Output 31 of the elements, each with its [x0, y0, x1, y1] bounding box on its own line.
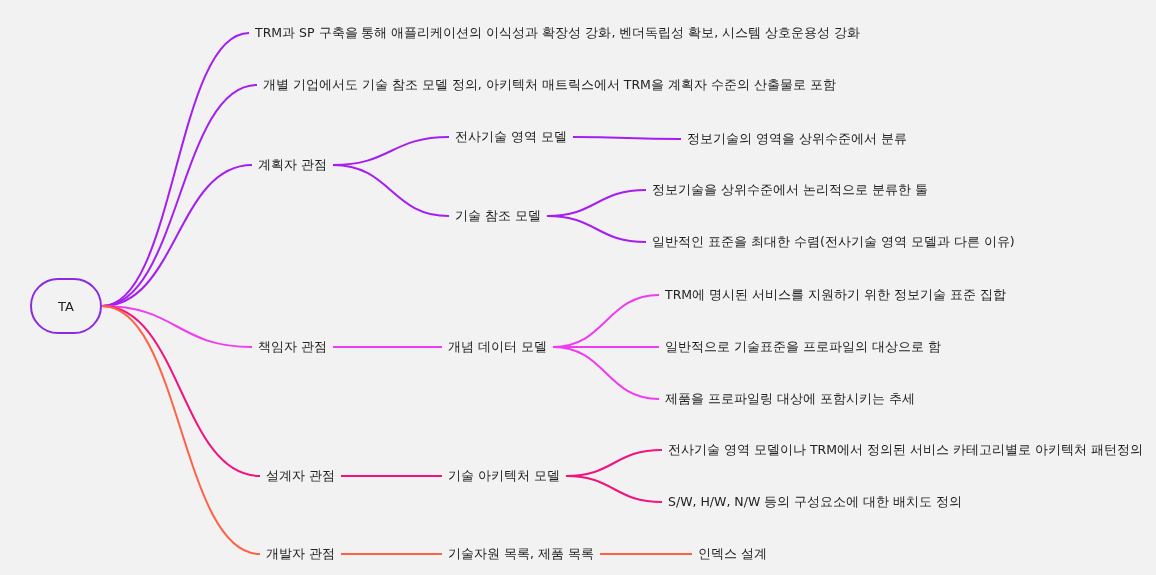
branch-line	[340, 553, 443, 555]
topic-label: 개발자 관점	[262, 543, 339, 565]
topic-label: 정보기술의 영역을 상위수준에서 분류	[683, 128, 911, 150]
topic-label: 기술 아키텍처 모델	[444, 465, 564, 487]
topic-label: 전사기술 영역 모델이나 TRM에서 정의된 서비스 카테고리별로 아키텍처 패턴정의	[664, 439, 1147, 461]
branch-line	[551, 346, 660, 400]
topic-label: TRM과 SP 구축을 통해 애플리케이션의 이식성과 확장성 강화, 벤더독립성 확보, 시스템 상호운용성 강화	[251, 22, 865, 44]
topic-label: S/W, H/W, N/W 등의 구성요소에 대한 배치도 정의	[664, 491, 967, 513]
topic-label: 인덱스 설계	[694, 543, 771, 565]
topic-label: 설계자 관점	[262, 465, 339, 487]
topic-label: 정보기술을 상위수준에서 논리적으로 분류한 툴	[648, 179, 932, 201]
branch-line	[564, 475, 663, 503]
topic-label: 계획자 관점	[254, 154, 331, 176]
topic-label: 기술 참조 모델	[451, 205, 545, 227]
topic-label: 책임자 관점	[254, 336, 331, 358]
branch-line	[332, 346, 443, 348]
branch-line	[598, 553, 693, 555]
branch-line	[571, 136, 682, 140]
branch-line	[545, 215, 647, 243]
branch-line	[332, 164, 450, 217]
branch-line	[340, 475, 443, 477]
topic-label: 제품을 프로파일링 대상에 포함시키는 추세	[661, 388, 919, 410]
topic-label: 일반적인 표준을 최대한 수렴(전사기술 영역 모델과 다른 이유)	[648, 231, 1019, 253]
topic-label: 개별 기업에서도 기술 참조 모델 정의, 아키텍처 매트릭스에서 TRM을 계획자 수준의 산출물로 포함	[259, 74, 840, 96]
topic-label: 전사기술 영역 모델	[451, 126, 571, 148]
branch-line	[101, 305, 261, 555]
topic-label: 개념 데이터 모델	[444, 336, 551, 358]
root-topic: TA	[30, 278, 102, 334]
topic-label: TRM에 명시된 서비스를 지원하기 위한 정보기술 표준 집합	[661, 284, 1010, 306]
topic-label: 일반적으로 기술표준을 프로파일의 대상으로 함	[661, 336, 945, 358]
topic-label: 기술자원 목록, 제품 목록	[444, 543, 598, 565]
